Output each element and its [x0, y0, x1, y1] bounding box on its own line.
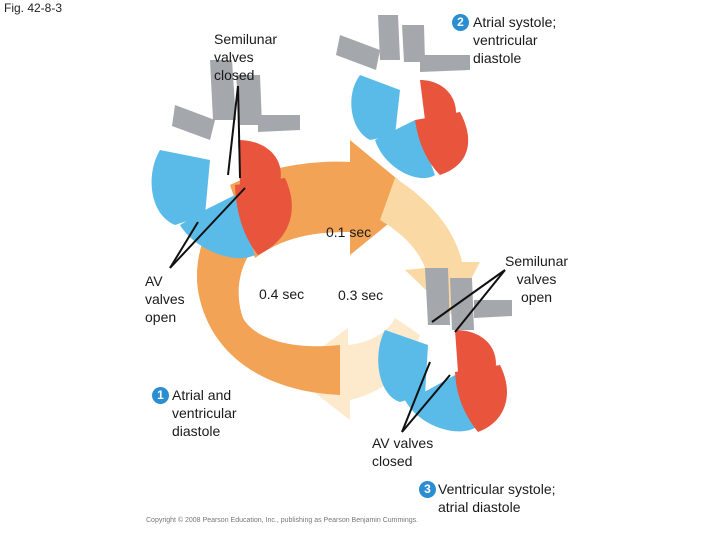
right-atrium-icon: [151, 150, 210, 225]
step-3-label: Ventricular systole; atrial diastole: [438, 481, 556, 515]
left-ventricle-icon: [455, 365, 507, 432]
vessel-icon: [258, 115, 300, 132]
step-1-badge: 1: [152, 387, 169, 404]
vessel-icon: [236, 75, 262, 125]
callout-av-closed: AV valves closed: [372, 435, 434, 469]
step-2-badge: 2: [452, 14, 469, 31]
callout-av-open: AV valves open: [145, 273, 185, 325]
heart-stage-1: [151, 60, 300, 259]
left-atrium-icon: [455, 330, 496, 372]
time-label-0-3: 0.3 sec: [338, 287, 384, 303]
vessel-icon: [378, 15, 400, 60]
time-label-0-1: 0.1 sec: [326, 224, 372, 240]
left-ventricle-icon: [235, 178, 292, 255]
step-2-label: Atrial systole; ventricular diastole: [473, 14, 557, 66]
left-atrium-icon: [238, 140, 281, 185]
right-ventricle-icon: [180, 195, 255, 259]
right-atrium-icon: [378, 330, 428, 402]
time-label-0-4: 0.4 sec: [259, 286, 305, 302]
vessel-icon: [402, 25, 425, 62]
vessel-icon: [336, 35, 380, 70]
copyright-text: Copyright © 2008 Pearson Education, Inc.…: [146, 517, 419, 524]
vessel-icon: [210, 60, 236, 120]
vessel-icon: [425, 268, 450, 325]
step-1-label: Atrial and ventricular diastole: [172, 387, 237, 439]
left-ventricle-icon: [415, 112, 469, 175]
vessel-icon: [172, 105, 215, 140]
vessel-icon: [420, 55, 470, 72]
heart-stage-3: [378, 268, 512, 432]
vessel-icon: [474, 300, 512, 318]
callout-lines: [169, 85, 506, 433]
step-3-badge: 3: [419, 481, 436, 498]
left-atrium-icon: [420, 80, 456, 120]
callout-semilunar-closed: Semilunar valves closed: [214, 31, 278, 83]
heart-stage-2: [336, 15, 470, 179]
figure-label: Fig. 42-8-3: [4, 1, 63, 15]
callout-semilunar-open: Semilunar valves open: [505, 253, 569, 305]
right-atrium-icon: [351, 75, 400, 140]
